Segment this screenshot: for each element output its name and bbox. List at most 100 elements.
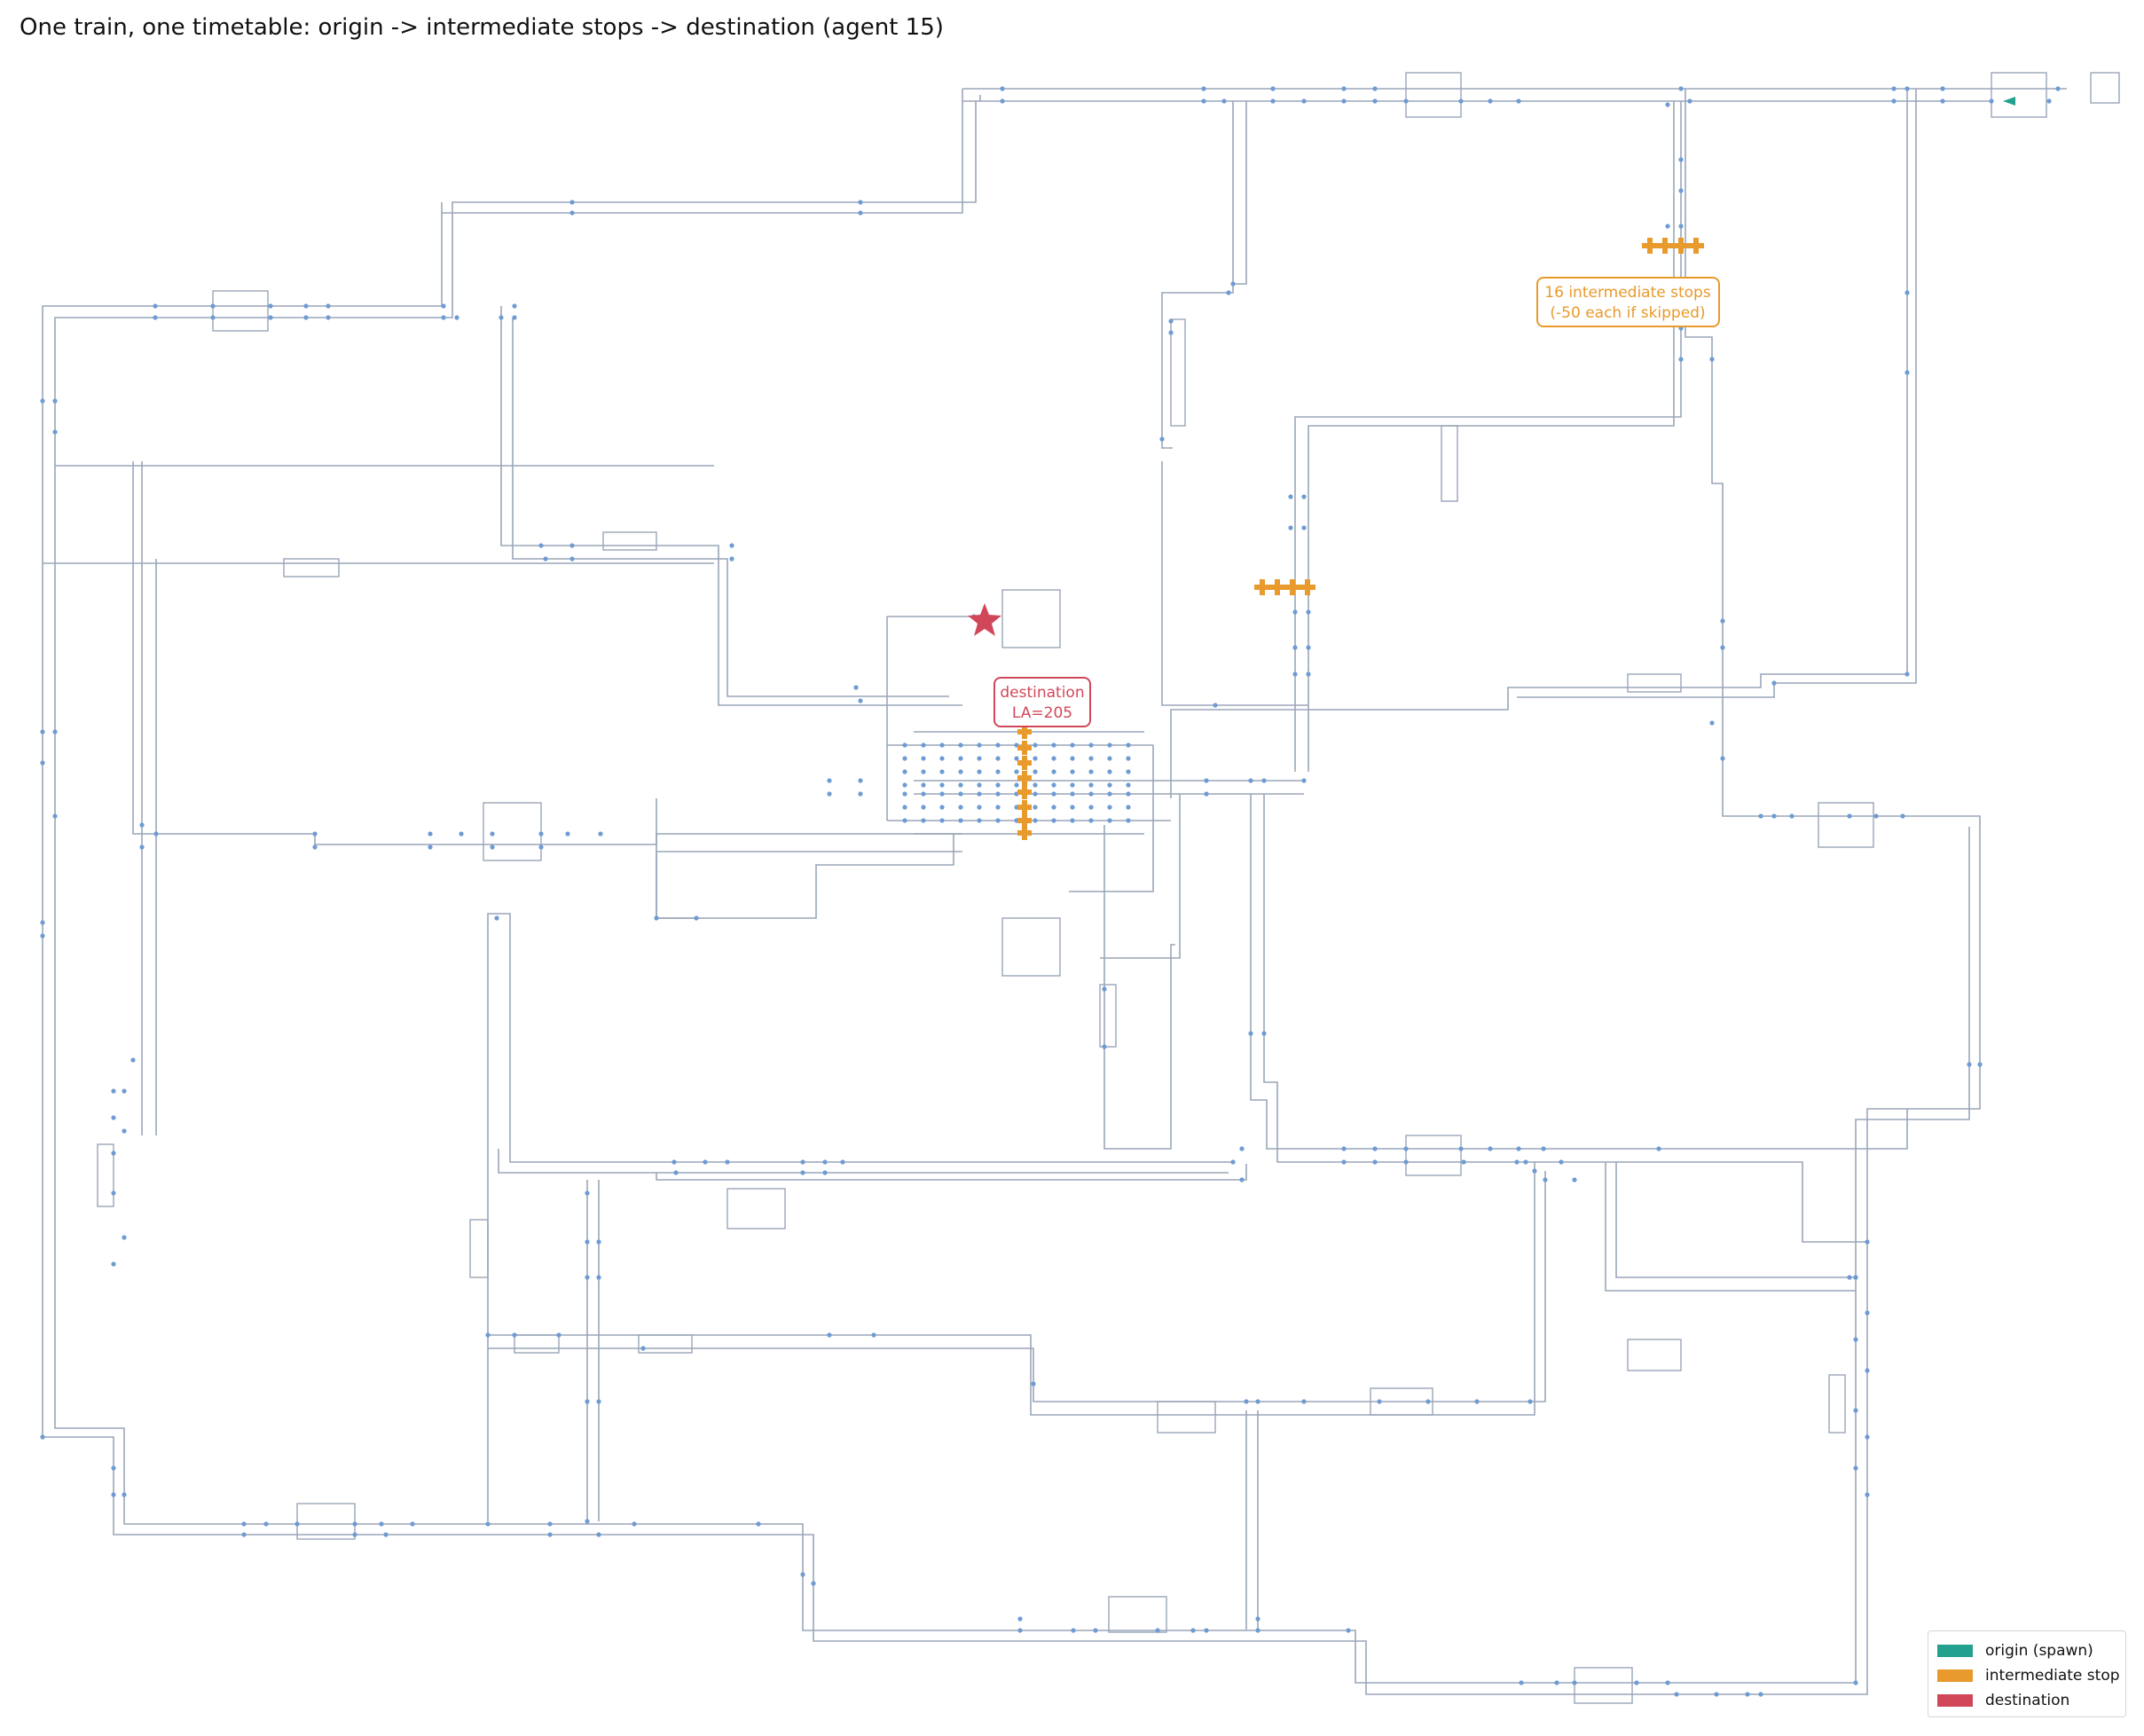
switch-node [1940,98,1945,104]
switch-node [1709,357,1715,362]
switch-node [1665,1680,1670,1685]
switch-node [490,844,495,850]
switch-node [512,1332,517,1338]
switch-node [1088,742,1094,748]
switch-node [1221,98,1227,104]
switch-node [585,1519,590,1524]
switch-node [1292,609,1298,615]
switch-node [1306,609,1311,615]
switch-node [939,805,945,810]
switch-node [1514,1159,1520,1165]
switch-node [1301,525,1307,530]
switch-node [585,1399,590,1404]
switch-node [1634,1680,1639,1685]
switch-node [1126,791,1131,797]
switch-node [1051,742,1056,748]
destination-callout-line2: LA=205 [1012,704,1072,722]
switch-node [1853,1337,1858,1342]
switch-node [1126,769,1131,774]
passing-loop [1405,1135,1462,1176]
switch-node [1204,1628,1209,1633]
track-segment [1517,89,1917,698]
switch-node [1687,98,1692,104]
switch-node [995,818,1001,823]
switch-node [459,831,464,837]
intermediate-stop-marker [1017,813,1032,828]
intermediate-stop-marker [1284,579,1300,595]
intermediate-stop-marker [1254,579,1270,595]
switch-node [1720,645,1725,650]
intermediate-stop-marker [1017,771,1032,785]
passing-loop [1991,72,2047,118]
switch-node [52,729,58,734]
switch-node [1070,756,1075,761]
switch-node [428,831,433,837]
switch-node [1665,102,1670,107]
passing-loop [1828,1374,1846,1434]
switch-node [1519,1680,1524,1685]
track-segment [1161,101,1234,449]
switch-node [756,1521,761,1527]
switch-node [1678,224,1684,229]
switch-node [1126,805,1131,810]
track-segment [500,306,962,706]
switch-node [1070,769,1075,774]
passing-loop [283,558,340,577]
switch-node [598,831,603,837]
destination-callout-box [993,677,1091,727]
track-segment [656,851,962,919]
switch-node [1102,1044,1107,1049]
switch-node [241,1521,247,1527]
switch-node [1403,98,1409,104]
track-segment [1233,101,1247,285]
switch-node [538,844,544,850]
switch-node [921,818,926,823]
switch-node [694,915,699,921]
switch-node [303,315,309,320]
switch-node [1239,1146,1245,1151]
intermediate-stop-marker [1017,756,1032,770]
switch-node [1403,1159,1409,1165]
switch-node [1572,1680,1577,1685]
track-segment [1103,825,1175,1150]
switch-node [1771,813,1777,819]
track-segment [498,1149,1229,1174]
switch-node [1014,756,1019,761]
switch-node [1720,618,1725,624]
track-segment [1308,101,1675,772]
switch-node [1554,1680,1559,1685]
switch-node [1126,742,1131,748]
switch-node [1678,357,1684,362]
intermediate-stop-marker [1300,579,1315,595]
switch-node [995,756,1001,761]
switch-node [1270,86,1276,91]
switch-node [1261,778,1267,783]
switch-node [40,398,45,404]
switch-node [1000,98,1005,104]
switch-node [1488,98,1493,104]
intermediate-stop-marker [1017,785,1032,799]
switch-node [1372,1146,1378,1151]
switch-node [1255,1399,1260,1404]
switch-node [1248,1031,1253,1036]
switch-node [1904,290,1910,295]
switch-node [939,742,945,748]
legend-swatch-origin [1937,1645,1973,1657]
switch-node [1488,1146,1493,1151]
switch-node [352,1532,357,1537]
intermediate-stop-marker [1269,579,1285,595]
switch-node [1341,98,1347,104]
switch-node [268,303,273,309]
switch-node [1301,778,1307,783]
track-segment [488,1162,1535,1416]
switch-node [1051,818,1056,823]
legend-item-intermediate: intermediate stop [1937,1665,2120,1686]
switch-node [2046,98,2052,104]
switch-node [40,729,45,734]
switch-node [1341,86,1347,91]
switch-node [902,782,907,788]
switch-node [1230,1159,1236,1165]
switch-node [1126,782,1131,788]
passing-loop [1370,1387,1433,1416]
switch-node [840,1159,845,1165]
